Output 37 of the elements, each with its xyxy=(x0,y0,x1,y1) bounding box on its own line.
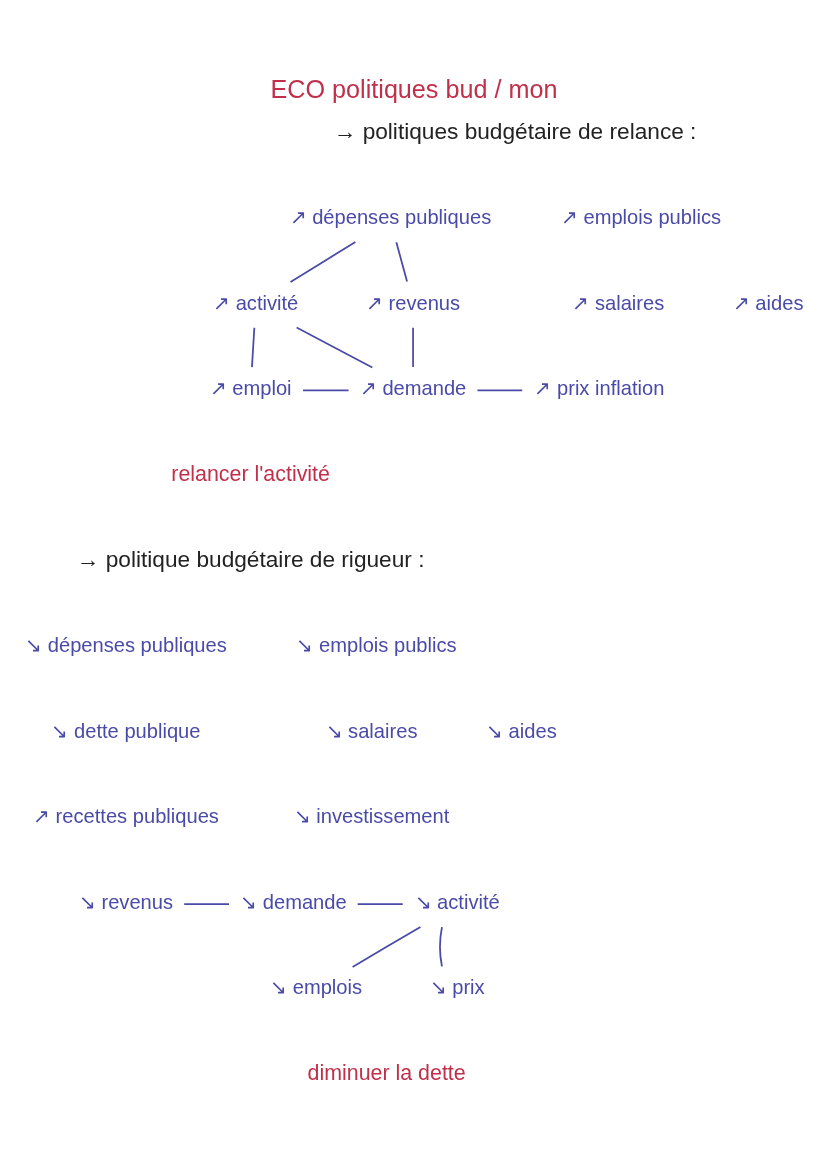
node-text: ↗ recettes publiques xyxy=(33,805,219,828)
node-text: ↗ salaires xyxy=(572,291,665,314)
node-text: ↗ dépenses publiques xyxy=(289,205,492,228)
label: diminuer la dette xyxy=(307,1061,466,1086)
connector xyxy=(395,241,408,283)
label: → politiques budgétaire de relance : xyxy=(333,118,697,145)
node-text: ↗ prix inflation xyxy=(534,377,665,400)
node-text: ↘ prix xyxy=(429,976,485,999)
connector xyxy=(439,926,443,968)
connector xyxy=(251,326,256,368)
node-text: ↘ salaires xyxy=(325,719,418,742)
node-text: ↗ aides xyxy=(732,291,804,314)
node-text: ↗ revenus xyxy=(365,291,461,314)
node-text: ↗ emplois publics xyxy=(560,205,722,228)
node-text: ↗ activité xyxy=(213,291,299,314)
label: → politique budgétaire de rigueur : xyxy=(76,546,425,573)
connector xyxy=(356,903,404,905)
node-text: ↘ demande xyxy=(240,890,347,913)
node-text: ↘ activité xyxy=(414,890,500,913)
node-text: ↗ emploi xyxy=(209,377,292,400)
connector xyxy=(289,241,357,283)
connector xyxy=(295,326,374,369)
node-text: ↘ dette publique xyxy=(51,719,201,742)
node-text: ↗ demande xyxy=(359,377,467,400)
node-text: ↘ revenus xyxy=(78,890,174,913)
node-text: ↘ emplois xyxy=(270,976,363,999)
connector xyxy=(302,389,350,392)
connector xyxy=(183,903,230,905)
node-text: ↘ dépenses publiques xyxy=(25,633,227,656)
node-text: ↘ investissement xyxy=(293,805,450,828)
node-text: ↘ aides xyxy=(485,719,557,742)
diagram-title: ECO politiques bud / mon xyxy=(270,75,558,104)
connector xyxy=(351,926,422,968)
connector xyxy=(476,389,524,392)
node-text: ↘ emplois publics xyxy=(296,633,457,656)
connector xyxy=(412,326,414,368)
label: relancer l'activité xyxy=(171,462,330,487)
